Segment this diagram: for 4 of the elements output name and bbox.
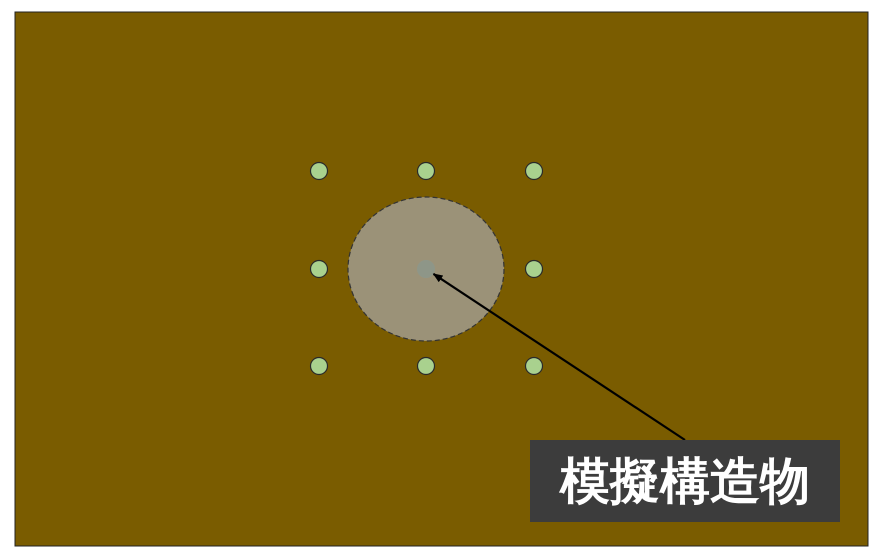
label-text: 模擬構造物 xyxy=(560,450,810,512)
label-box xyxy=(530,440,840,522)
center-dot xyxy=(417,260,435,278)
arrow xyxy=(432,273,686,441)
